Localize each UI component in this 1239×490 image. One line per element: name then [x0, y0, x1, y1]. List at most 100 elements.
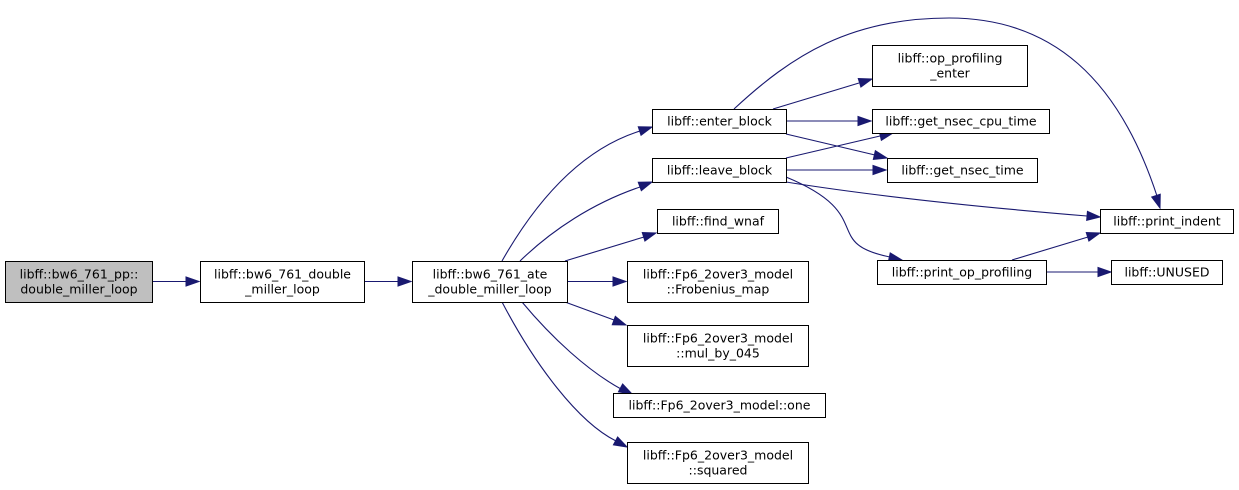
- node-unused[interactable]: libff::UNUSED: [1111, 260, 1223, 285]
- node-box[interactable]: [627, 442, 809, 484]
- node-label: libff::enter_block: [667, 114, 772, 129]
- node-label: libff::print_indent: [1113, 214, 1220, 229]
- node-label: double_miller_loop: [20, 282, 137, 297]
- node-nsec-time[interactable]: libff::get_nsec_time: [887, 158, 1038, 183]
- edge-line: [785, 181, 1088, 217]
- node-box[interactable]: [412, 261, 568, 303]
- arrow-head-icon: [857, 77, 874, 88]
- arrow-head-icon: [1150, 193, 1161, 210]
- edge-print_op_prof-to-unused: [1046, 266, 1113, 278]
- node-root[interactable]: libff::bw6_761_pp::double_miller_loop: [5, 261, 153, 303]
- node-label: _enter: [929, 66, 970, 81]
- node-ate[interactable]: libff::bw6_761_ate_double_miller_loop: [412, 261, 568, 303]
- node-label: libff::bw6_761_ate: [433, 267, 548, 282]
- node-find-wnaf[interactable]: libff::find_wnaf: [657, 209, 779, 234]
- edge-ate-to-squared: [501, 301, 629, 448]
- node-label: libff::Fp6_2over3_model: [643, 267, 793, 282]
- node-label: ::squared: [689, 463, 748, 478]
- node-label: libff::Fp6_2over3_model: [643, 331, 793, 346]
- arrow-head-icon: [1097, 266, 1113, 278]
- node-enter-block[interactable]: libff::enter_block: [652, 109, 787, 134]
- arrow-head-icon: [1085, 231, 1102, 242]
- edge-enter_block-to-nsec_time: [785, 133, 889, 161]
- node-label: libff::print_op_profiling: [892, 265, 1033, 280]
- edge-ate-to-find_wnaf: [564, 231, 658, 262]
- edge-line: [785, 135, 881, 159]
- arrow-head-icon: [872, 149, 889, 161]
- edge-print_op_prof-to-print_indent: [1011, 231, 1102, 261]
- node-leave-block[interactable]: libff::leave_block: [652, 158, 787, 183]
- edge-line: [1011, 236, 1089, 261]
- node-box[interactable]: [200, 261, 365, 303]
- node-label: libff::bw6_761_pp::: [20, 267, 139, 282]
- edge-line: [501, 301, 617, 442]
- node-box[interactable]: [652, 158, 787, 183]
- node-box[interactable]: [657, 209, 779, 234]
- arrow-head-icon: [857, 115, 873, 127]
- edge-line: [785, 133, 876, 156]
- node-cpu-time[interactable]: libff::get_nsec_cpu_time: [872, 109, 1050, 134]
- arrow-head-icon: [637, 126, 654, 137]
- edge-ate-to-frobenius: [567, 276, 628, 287]
- node-label: libff::Fp6_2over3_model::one: [629, 398, 811, 413]
- edge-enter_block-to-print_indent: [733, 17, 1161, 210]
- edge-dml-to-ate: [364, 276, 413, 287]
- edge-ate-to-one: [521, 301, 634, 395]
- node-label: ::mul_by_045: [676, 346, 760, 361]
- edge-line: [519, 186, 641, 262]
- node-box[interactable]: [627, 261, 809, 303]
- arrow-head-icon: [1086, 210, 1102, 222]
- edge-ate-to-mul_by_045: [564, 301, 628, 326]
- node-box[interactable]: [1111, 260, 1223, 285]
- node-label: libff::get_nsec_cpu_time: [885, 114, 1036, 129]
- node-mul-by-045[interactable]: libff::Fp6_2over3_model::mul_by_045: [627, 325, 809, 367]
- node-box[interactable]: [872, 45, 1028, 87]
- node-squared[interactable]: libff::Fp6_2over3_model::squared: [627, 442, 809, 484]
- edge-line: [733, 17, 1158, 197]
- edges-layer: [152, 17, 1161, 448]
- edge-leave_block-to-nsec_time: [786, 164, 888, 176]
- node-box[interactable]: [887, 158, 1038, 183]
- arrow-head-icon: [611, 315, 628, 326]
- node-box[interactable]: [652, 109, 787, 134]
- node-label: libff::leave_block: [667, 163, 773, 178]
- node-box[interactable]: [613, 393, 826, 418]
- arrow-head-icon: [617, 383, 634, 395]
- arrow-head-icon: [872, 164, 888, 176]
- node-frobenius[interactable]: libff::Fp6_2over3_model::Frobenius_map: [627, 261, 809, 303]
- arrow-head-icon: [397, 276, 413, 287]
- node-label: _miller_loop: [244, 282, 320, 297]
- node-label: libff::UNUSED: [1124, 265, 1209, 280]
- node-print-indent[interactable]: libff::print_indent: [1100, 209, 1234, 234]
- node-one[interactable]: libff::Fp6_2over3_model::one: [613, 393, 826, 418]
- node-print-op-prof[interactable]: libff::print_op_profiling: [877, 260, 1047, 285]
- arrow-head-icon: [612, 436, 629, 448]
- node-label: libff::get_nsec_time: [901, 163, 1023, 178]
- node-box[interactable]: [872, 109, 1050, 134]
- edge-enter_block-to-cpu_time: [786, 115, 873, 127]
- edge-line: [564, 236, 645, 262]
- arrow-head-icon: [637, 181, 654, 192]
- edge-enter_block-to-op_prof_enter: [772, 77, 874, 110]
- node-box[interactable]: [627, 325, 809, 367]
- arrow-head-icon: [612, 276, 628, 287]
- edge-line: [501, 130, 641, 262]
- node-label: libff::op_profiling: [898, 51, 1003, 66]
- node-box[interactable]: [877, 260, 1047, 285]
- nodes-layer: libff::bw6_761_pp::double_miller_looplib…: [5, 45, 1234, 484]
- node-box[interactable]: [1100, 209, 1234, 234]
- node-op-prof-enter[interactable]: libff::op_profiling_enter: [872, 45, 1028, 87]
- edge-ate-to-enter_block: [501, 126, 654, 262]
- edge-line: [521, 301, 622, 390]
- node-label: libff::bw6_761_double: [214, 267, 351, 282]
- node-label: libff::Fp6_2over3_model: [643, 448, 793, 463]
- arrow-head-icon: [185, 276, 201, 287]
- edge-line: [785, 176, 891, 258]
- edge-root-to-dml: [152, 276, 201, 287]
- node-box[interactable]: [5, 261, 153, 303]
- node-dml[interactable]: libff::bw6_761_double_miller_loop: [200, 261, 365, 303]
- edge-leave_block-to-print_indent: [785, 181, 1102, 222]
- edge-line: [772, 82, 860, 110]
- node-label: libff::find_wnaf: [672, 214, 765, 229]
- arrow-head-icon: [641, 231, 658, 242]
